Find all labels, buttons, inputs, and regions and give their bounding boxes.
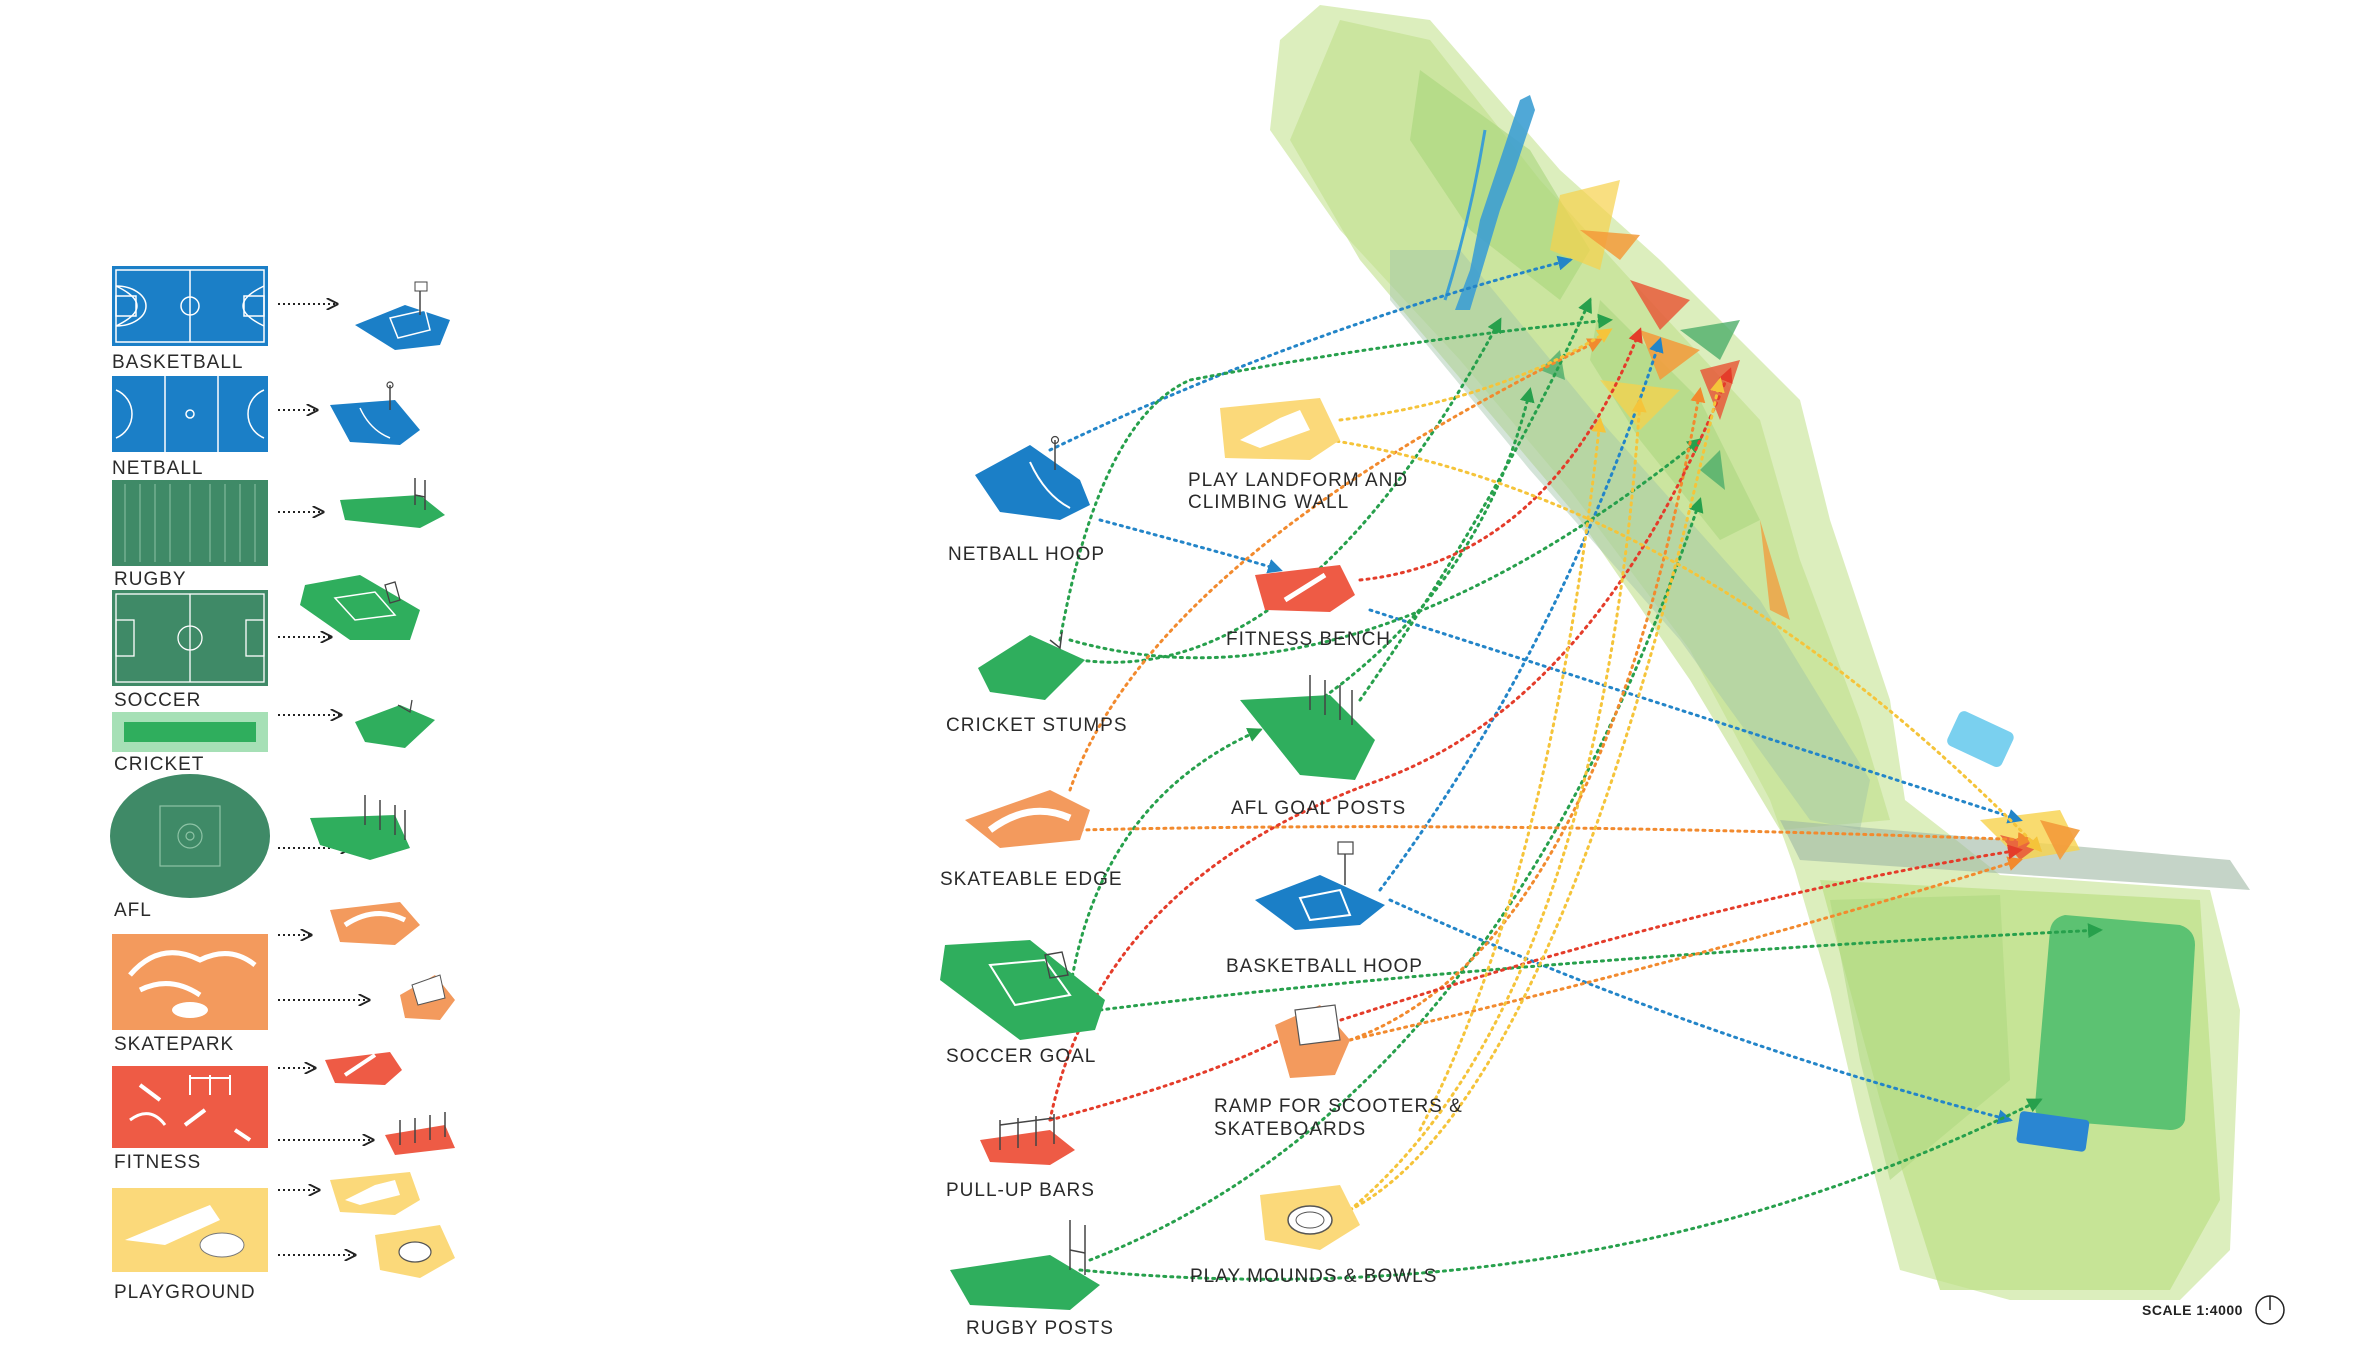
fitness-bench-icon (325, 1052, 402, 1085)
play-landform-element (1220, 398, 1340, 460)
pull-up-bars-element (980, 1114, 1075, 1165)
legend-playground (112, 1188, 268, 1272)
legend-basketball-label: BASKETBALL (112, 352, 243, 373)
pool-top (1947, 711, 2014, 768)
legend-soccer (112, 590, 268, 686)
netball-court-icon (330, 381, 420, 445)
legend-fitness-label: FITNESS (114, 1152, 201, 1173)
play-elements: NETBALL HOOP PLAY LANDFORM AND CLIMBING … (940, 398, 1463, 1339)
soccer-goal-label: SOCCER GOAL (946, 1046, 1096, 1067)
play-landform-label-1: PLAY LANDFORM AND (1188, 470, 1408, 491)
skateable-edge-element (965, 790, 1090, 848)
rugby-posts-label: RUGBY POSTS (966, 1318, 1114, 1339)
cricket-stumps-label: CRICKET STUMPS (946, 715, 1128, 736)
legend-netball-label: NETBALL (112, 458, 203, 479)
legend: BASKETBALL NETBALL (110, 266, 455, 1303)
afl-goal-posts-label: AFL GOAL POSTS (1231, 798, 1406, 819)
legend-soccer-label: SOCCER (114, 690, 201, 711)
ramp-icon (400, 974, 455, 1020)
legend-netball (112, 376, 268, 452)
pool-bottom (2016, 1111, 2090, 1152)
pull-up-bars-icon (385, 1112, 455, 1155)
creek (1455, 95, 1535, 310)
fitness-bench-label: FITNESS BENCH (1226, 629, 1391, 650)
ramp-label-1: RAMP FOR SCOOTERS & (1214, 1096, 1463, 1117)
legend-rugby (112, 480, 268, 566)
netball-hoop-icon (975, 435, 1090, 520)
legend-skatepark (112, 934, 268, 1030)
basketball-hoop-label: BASKETBALL HOOP (1226, 956, 1423, 977)
rugby-posts-element (950, 1220, 1100, 1310)
soccer-goal-element (940, 940, 1105, 1040)
netball-hoop-label: NETBALL HOOP (948, 544, 1105, 565)
pull-up-bars-label: PULL-UP BARS (946, 1180, 1095, 1201)
legend-cricket-label: CRICKET (114, 754, 204, 775)
cricket-pitch-icon (355, 699, 435, 748)
basketball-court-icon (355, 281, 450, 350)
legend-basketball (112, 266, 268, 346)
legend-afl (110, 774, 270, 898)
play-landform-icon (330, 1172, 420, 1215)
ramp-label-2: SKATEBOARDS (1214, 1119, 1366, 1140)
sports-field (2035, 915, 2195, 1130)
afl-field-icon (310, 795, 410, 860)
scale-label: SCALE 1:4000 (2142, 1302, 2243, 1318)
afl-goal-posts-element (1240, 675, 1375, 780)
play-bowl-icon (375, 1225, 455, 1278)
skateable-edge-icon (330, 902, 420, 945)
rugby-field-icon (340, 478, 445, 528)
fitness-bench-element (1255, 565, 1355, 612)
basketball-hoop-element (1255, 841, 1385, 930)
cricket-stumps-element (978, 631, 1085, 700)
skateable-edge-label: SKATEABLE EDGE (940, 869, 1123, 890)
legend-playground-label: PLAYGROUND (114, 1282, 256, 1303)
park-map (1270, 5, 2250, 1300)
play-landform-label-2: CLIMBING WALL (1188, 492, 1349, 513)
legend-afl-label: AFL (114, 900, 152, 921)
play-mounds-element (1260, 1185, 1360, 1250)
connector-lines (1048, 255, 2103, 1281)
legend-cricket (112, 712, 268, 752)
legend-rugby-label: RUGBY (114, 569, 187, 590)
legend-skatepark-label: SKATEPARK (114, 1034, 234, 1055)
soccer-field-icon (300, 575, 420, 640)
legend-fitness (112, 1066, 268, 1148)
play-mounds-label: PLAY MOUNDS & BOWLS (1190, 1266, 1437, 1287)
ramp-element (1275, 1004, 1350, 1078)
